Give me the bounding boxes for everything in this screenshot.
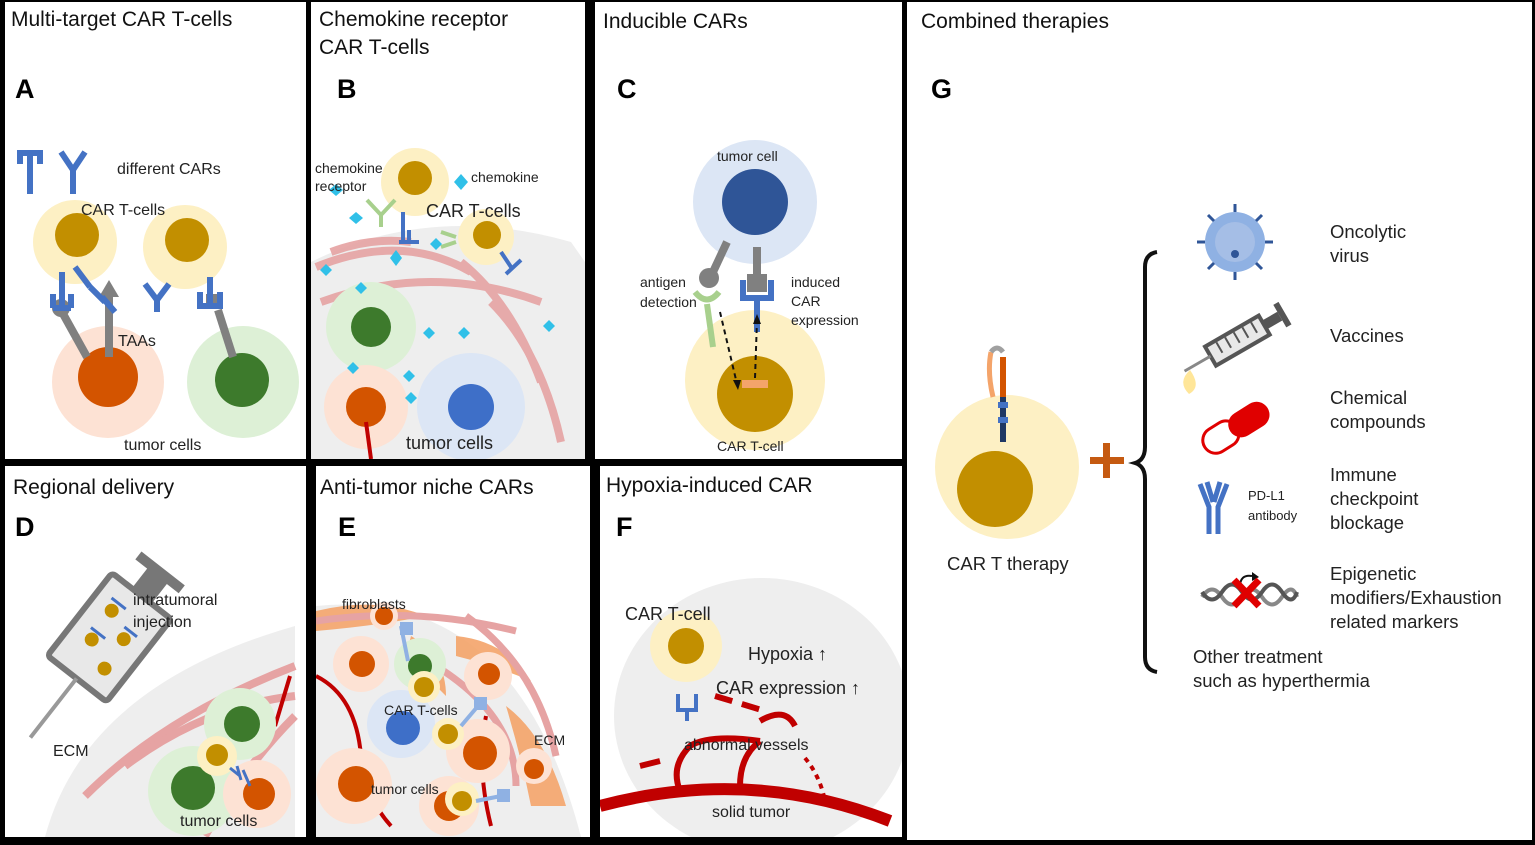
panel-b-chemokine-receptor: Chemokine receptor CAR T-cells B chemoki… xyxy=(311,2,585,459)
epigenetic-modifiers-label-3: related markers xyxy=(1330,611,1459,632)
induced-car-label-3: expression xyxy=(791,312,859,328)
panel-letter: D xyxy=(15,512,35,542)
pdl1-antibody-label-2: antibody xyxy=(1248,508,1298,523)
panel-g-combined-therapies: Combined therapies G CAR T therapy Oncol… xyxy=(907,2,1532,840)
panel-d-regional-delivery: Regional delivery D intratumoral injecti… xyxy=(5,466,306,837)
tumor-cells-label: tumor cells xyxy=(371,781,439,797)
oncolytic-virus-label-2: virus xyxy=(1330,245,1370,266)
panel-title-line1: Chemokine receptor xyxy=(319,8,509,31)
panel-f-illustration xyxy=(600,578,902,837)
plus-icon xyxy=(1090,443,1124,478)
taas-label: TAAs xyxy=(118,333,156,350)
car-receptor-icon xyxy=(986,345,1008,442)
syringe-icon xyxy=(28,551,185,739)
hypoxia-label: Hypoxia ↑ xyxy=(748,644,828,664)
antigen-detection-label-2: detection xyxy=(640,294,697,310)
syringe-icon xyxy=(1183,301,1292,394)
antibody-icon xyxy=(1197,481,1230,534)
chemokine-receptor-label: chemokine xyxy=(315,160,383,176)
induced-car-label: induced xyxy=(791,274,841,290)
panel-g-illustration xyxy=(935,204,1299,674)
panel-title: Regional delivery xyxy=(13,476,175,499)
panel-e-illustration xyxy=(316,602,581,837)
car-expression-label: CAR expression ↑ xyxy=(716,678,861,698)
induced-car-label-2: CAR xyxy=(791,293,821,309)
panel-letter: F xyxy=(616,512,633,542)
tumor-cells-label: tumor cells xyxy=(124,437,202,454)
epigenetic-modifiers-label-2: modifiers/Exhaustion xyxy=(1330,587,1502,608)
intratumoral-injection-label-2: injection xyxy=(133,614,192,631)
chemical-compounds-label-2: compounds xyxy=(1330,411,1426,432)
intratumoral-injection-label: intratumoral xyxy=(133,592,218,609)
car-t-therapy-label: CAR T therapy xyxy=(947,553,1069,574)
vaccines-label: Vaccines xyxy=(1330,325,1404,346)
car-gene xyxy=(742,380,768,388)
other-treatment-label-2: such as hyperthermia xyxy=(1193,670,1370,691)
car-tcell-label: CAR T-cell xyxy=(717,438,784,454)
tcell-nucleus xyxy=(957,451,1033,527)
other-treatment-label: Other treatment xyxy=(1193,646,1323,667)
panel-d-illustration xyxy=(28,551,298,837)
tumor-cells-label: tumor cells xyxy=(180,813,258,830)
panel-title: Multi-target CAR T-cells xyxy=(11,8,233,31)
panel-letter: E xyxy=(338,512,357,542)
car-tcell-label: CAR T-cell xyxy=(625,604,711,624)
panel-title-line2: CAR T-cells xyxy=(319,36,430,59)
epigenetic-modifiers-label: Epigenetic xyxy=(1330,563,1417,584)
chemokine-receptor-label-2: receptor xyxy=(315,178,367,194)
panel-title: Hypoxia-induced CAR xyxy=(606,474,813,497)
car-tcells-label: CAR T-cells xyxy=(426,201,521,221)
panel-e-anti-tumor-niche: Anti-tumor niche CARs E fibroblasts CAR … xyxy=(316,466,590,837)
car-receptor-icon xyxy=(58,150,88,194)
abnormal-vessels xyxy=(600,693,893,827)
car-receptor-icon xyxy=(17,150,43,194)
immune-checkpoint-label-3: blockage xyxy=(1330,512,1405,533)
fibroblasts-label: fibroblasts xyxy=(342,596,406,612)
bracket xyxy=(1128,250,1158,674)
solid-tumor-label: solid tumor xyxy=(712,804,791,821)
ecm-label: ECM xyxy=(534,732,566,748)
tumor-cells-label: tumor cells xyxy=(406,433,494,453)
panel-title: Inducible CARs xyxy=(603,10,748,33)
dna-crossed-icon xyxy=(1200,572,1299,609)
panel-letter: A xyxy=(15,74,35,104)
antigen-detection-label: antigen xyxy=(640,274,686,290)
oncolytic-virus-label: Oncolytic xyxy=(1330,221,1407,242)
immune-checkpoint-label-2: checkpoint xyxy=(1330,488,1419,509)
panel-c-illustration xyxy=(685,140,825,450)
chemical-compounds-label: Chemical xyxy=(1330,387,1408,408)
panel-c-inducible: Inducible CARs C tumor cell antigen dete… xyxy=(595,2,902,459)
abnormal-vessels-label: abnormal vessels xyxy=(684,737,809,754)
virus-icon xyxy=(1197,204,1273,280)
ecm-label: ECM xyxy=(53,743,89,760)
immune-checkpoint-label: Immune xyxy=(1330,464,1397,485)
panel-f-hypoxia: Hypoxia-induced CAR F CAR T-cell Hypoxia… xyxy=(600,466,902,837)
tumor-cell-label: tumor cell xyxy=(717,148,778,164)
chemokine-label: chemokine xyxy=(471,169,539,185)
tumor-cell-nucleus xyxy=(78,347,138,407)
car-tcells-label: CAR T-cells xyxy=(384,702,458,718)
chemokine-molecules xyxy=(320,174,555,404)
panel-letter: G xyxy=(931,74,953,104)
panel-letter: B xyxy=(337,74,357,104)
panel-title: Anti-tumor niche CARs xyxy=(320,476,534,499)
panel-title: Combined therapies xyxy=(921,10,1109,33)
pdl1-antibody-label: PD-L1 xyxy=(1248,488,1285,503)
panel-a-illustration xyxy=(17,150,299,438)
panel-a-multi-target: Multi-target CAR T-cells A different CAR… xyxy=(5,2,306,459)
pill-capsule-icon xyxy=(1201,401,1270,455)
panel-b-illustration xyxy=(311,148,585,459)
different-cars-label: different CARs xyxy=(117,161,221,178)
panel-letter: C xyxy=(617,74,637,104)
tcell-nucleus xyxy=(55,213,99,257)
car-tcells-label: CAR T-cells xyxy=(81,202,166,219)
